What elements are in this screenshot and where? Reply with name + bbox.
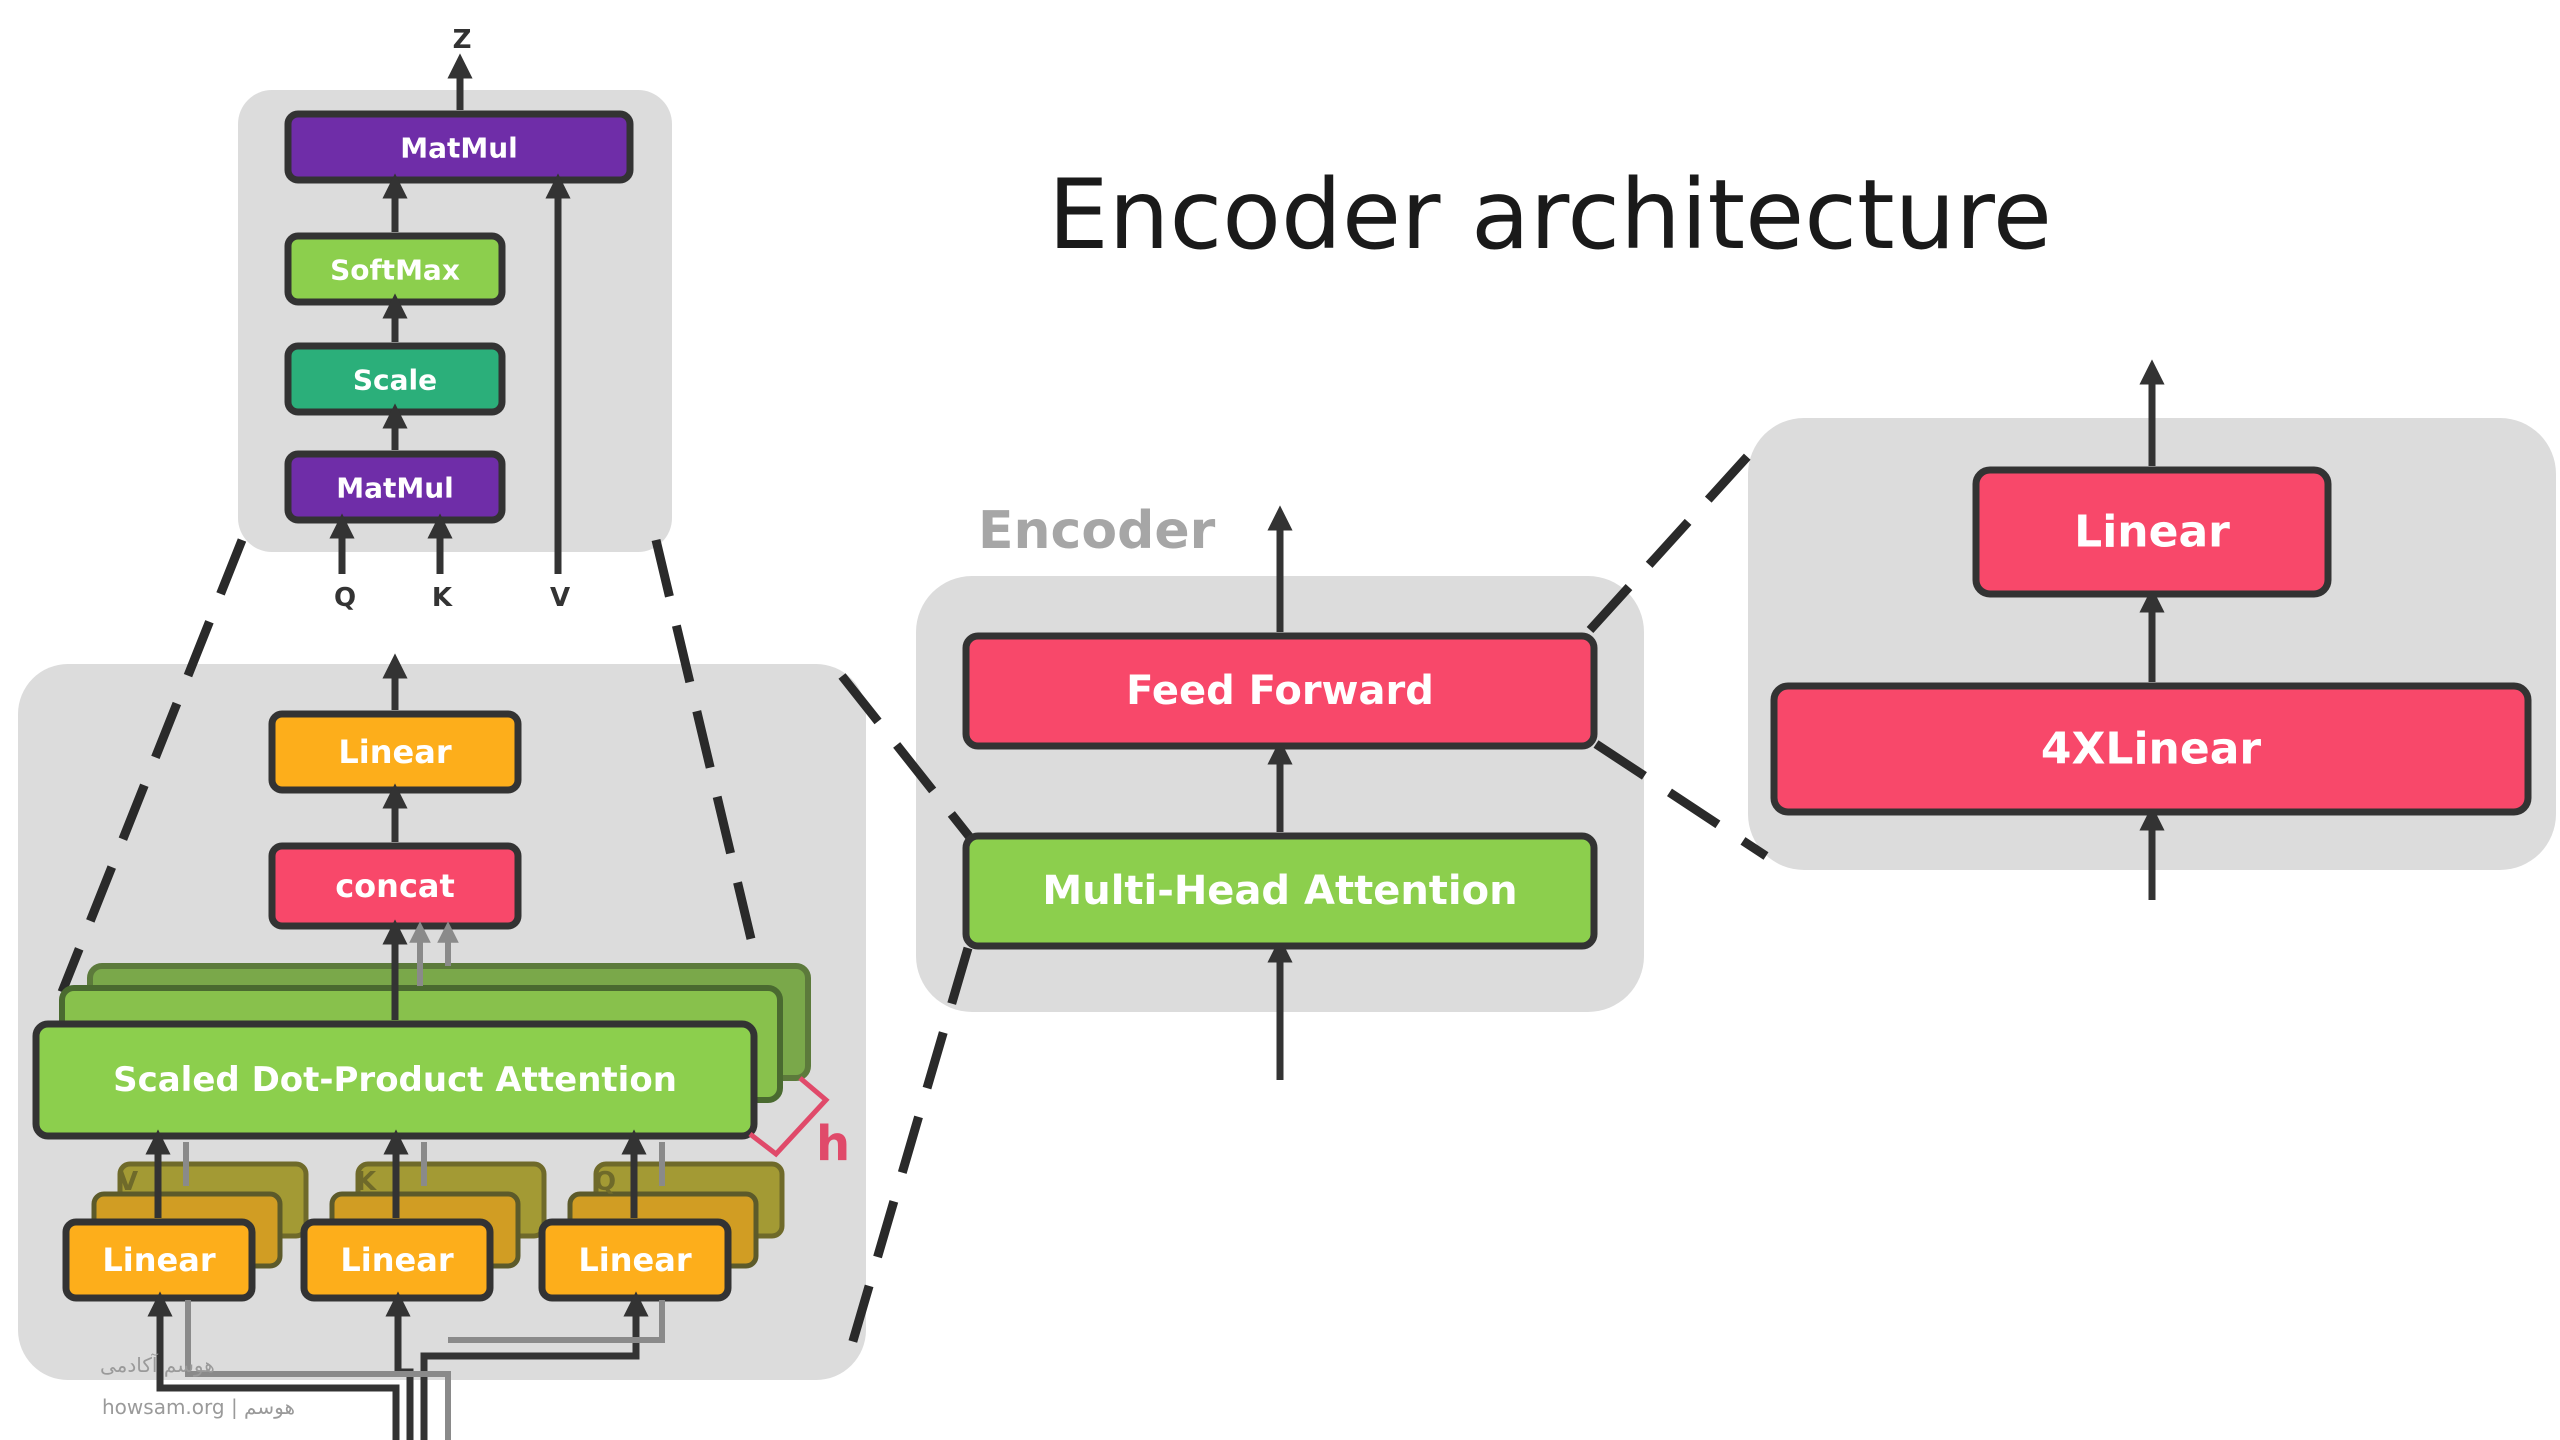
multi-head-attention-box <box>962 832 1598 950</box>
attention-detail-panel <box>238 90 672 552</box>
input-v-label: V <box>550 583 570 613</box>
ffn-linear-label: Linear <box>2074 507 2230 558</box>
linear-4x-label: 4XLinear <box>2041 724 2262 775</box>
matmul-bottom-label: MatMul <box>336 472 454 505</box>
encoder-block: Multi-Head Attention Feed Forward <box>962 505 1598 1080</box>
encoder-label: Encoder <box>978 501 1216 561</box>
input-k-label: K <box>432 583 453 613</box>
input-routing-lines <box>147 1291 665 1440</box>
linear-v-label: Linear <box>102 1241 215 1279</box>
zoom-connectors <box>57 432 1770 1360</box>
sdpa-label: Scaled Dot-Product Attention <box>113 1060 677 1100</box>
watermark-line1: هوسم آکادمی <box>100 1352 215 1377</box>
multihead-attention-detail: Linear concat Scaled Dot-Product Attenti… <box>32 653 850 1440</box>
matmul-bottom-box <box>284 450 506 524</box>
matmul-top-box <box>284 110 634 184</box>
softmax-label: SoftMax <box>330 254 460 287</box>
scaled-dot-product-detail: Z MatMul SoftMax Scale MatMul Q K V <box>284 25 634 613</box>
feed-forward-label: Feed Forward <box>1126 668 1434 714</box>
scale-label: Scale <box>353 364 437 397</box>
input-q-label: Q <box>334 583 356 613</box>
ffn-linear-box <box>1972 466 2332 598</box>
linear-4x-box <box>1770 682 2532 816</box>
mh-linear-top-label: Linear <box>338 733 451 771</box>
proj-k-label: K <box>356 1167 377 1197</box>
proj-q-label: Q <box>594 1167 616 1197</box>
feed-forward-box <box>962 632 1598 750</box>
proj-v-label: V <box>118 1167 138 1197</box>
multi-head-attention-label: Multi-Head Attention <box>1042 868 1517 914</box>
watermark-line2: howsam.org | هوسم <box>102 1395 295 1419</box>
watermark: هوسم آکادمی howsam.org | هوسم <box>100 1352 295 1419</box>
linear-k-label: Linear <box>340 1241 453 1279</box>
heads-bracket <box>748 1076 830 1158</box>
slide-title: Encoder architecture <box>1048 159 2052 271</box>
feed-forward-detail: 4XLinear Linear <box>1770 359 2532 900</box>
heads-label: h <box>816 1116 850 1172</box>
concat-label: concat <box>335 867 455 905</box>
linear-q-label: Linear <box>578 1241 691 1279</box>
matmul-top-label: MatMul <box>400 132 518 165</box>
output-z-label: Z <box>453 25 472 55</box>
